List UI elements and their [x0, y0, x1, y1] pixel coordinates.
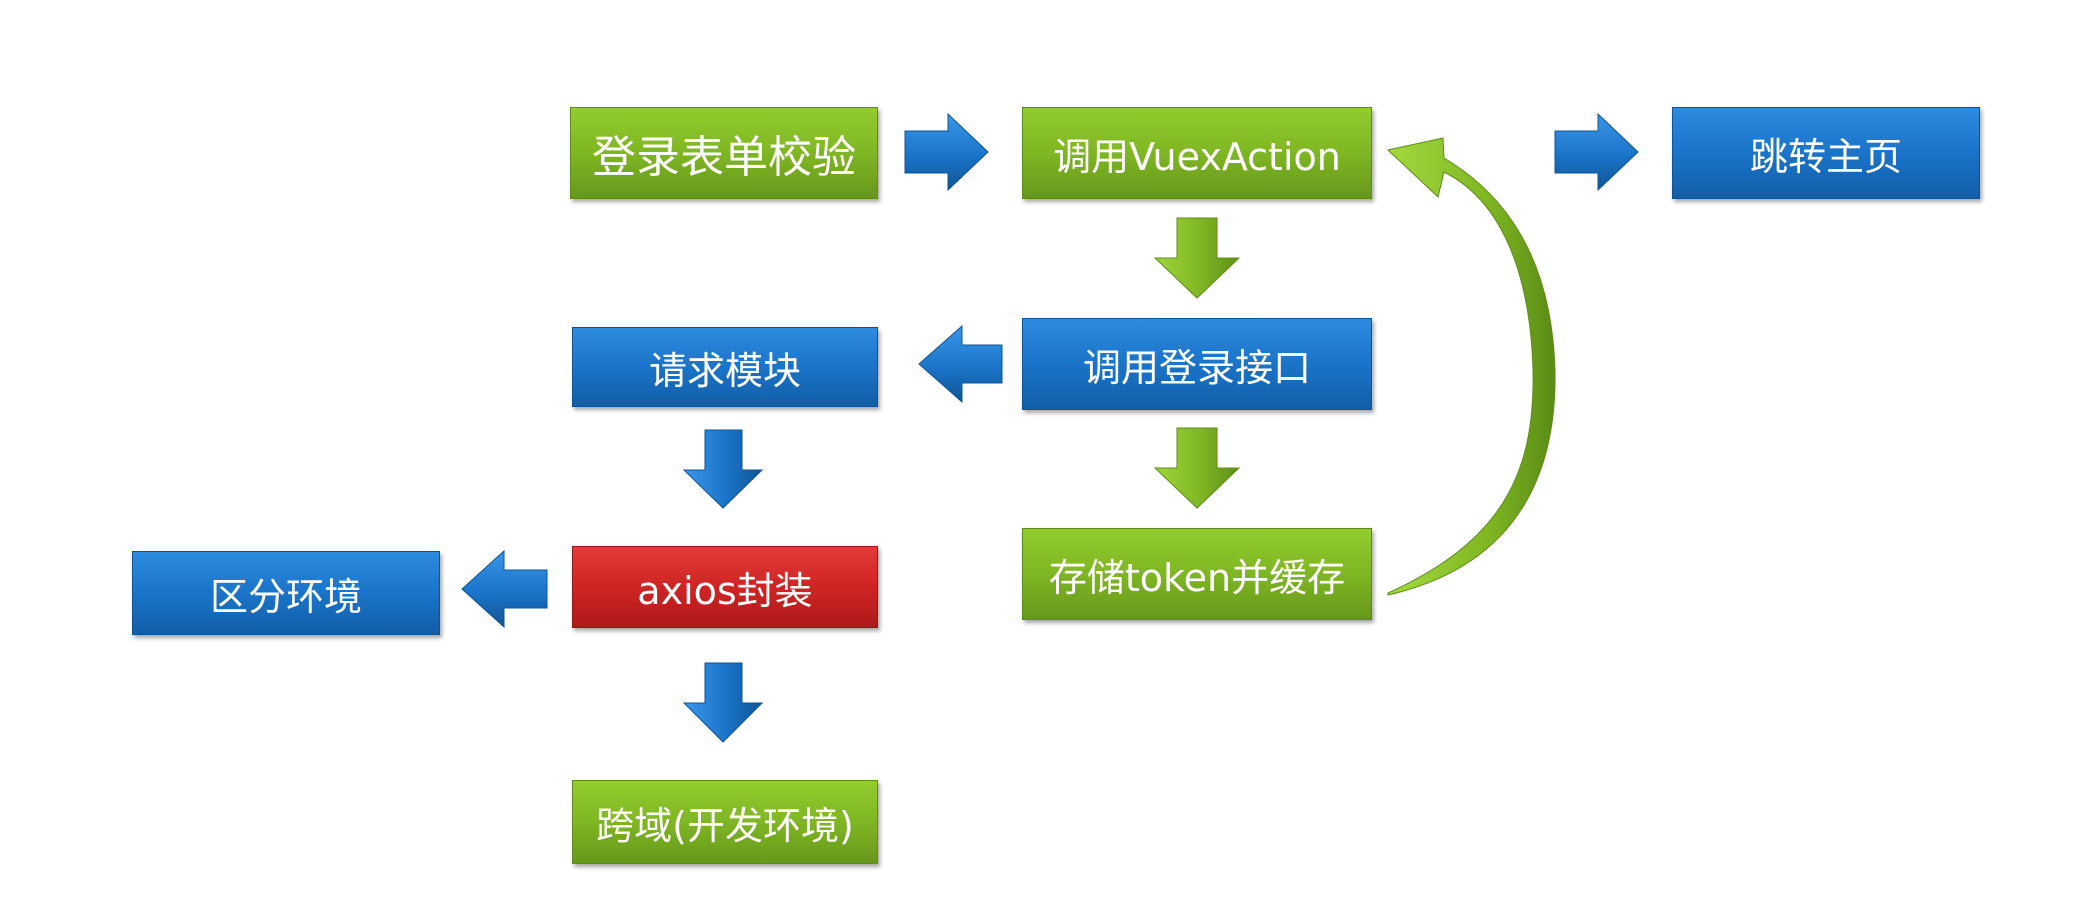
node-request-module: 请求模块 [572, 327, 878, 407]
arrow-right-2 [1554, 112, 1639, 192]
node-store-token-cache: 存储token并缓存 [1022, 528, 1372, 620]
node-call-vuex-action: 调用VuexAction [1022, 107, 1372, 199]
node-login-form-validation: 登录表单校验 [570, 107, 878, 199]
node-call-login-api: 调用登录接口 [1022, 318, 1372, 410]
arrow-left-2 [461, 549, 548, 629]
node-navigate-home: 跳转主页 [1672, 107, 1980, 199]
arrow-curve-return [1386, 137, 1556, 596]
arrow-down-green-2 [1153, 427, 1241, 509]
arrow-left-1 [918, 324, 1003, 404]
node-cors-dev-env: 跨域(开发环境) [572, 780, 878, 864]
node-axios-wrapper: axios封装 [572, 546, 878, 628]
arrow-down-green-1 [1153, 217, 1241, 299]
arrow-down-blue-1 [682, 429, 764, 509]
arrow-down-blue-2 [682, 662, 764, 743]
node-distinguish-env: 区分环境 [132, 551, 440, 635]
arrow-right-1 [904, 112, 989, 192]
